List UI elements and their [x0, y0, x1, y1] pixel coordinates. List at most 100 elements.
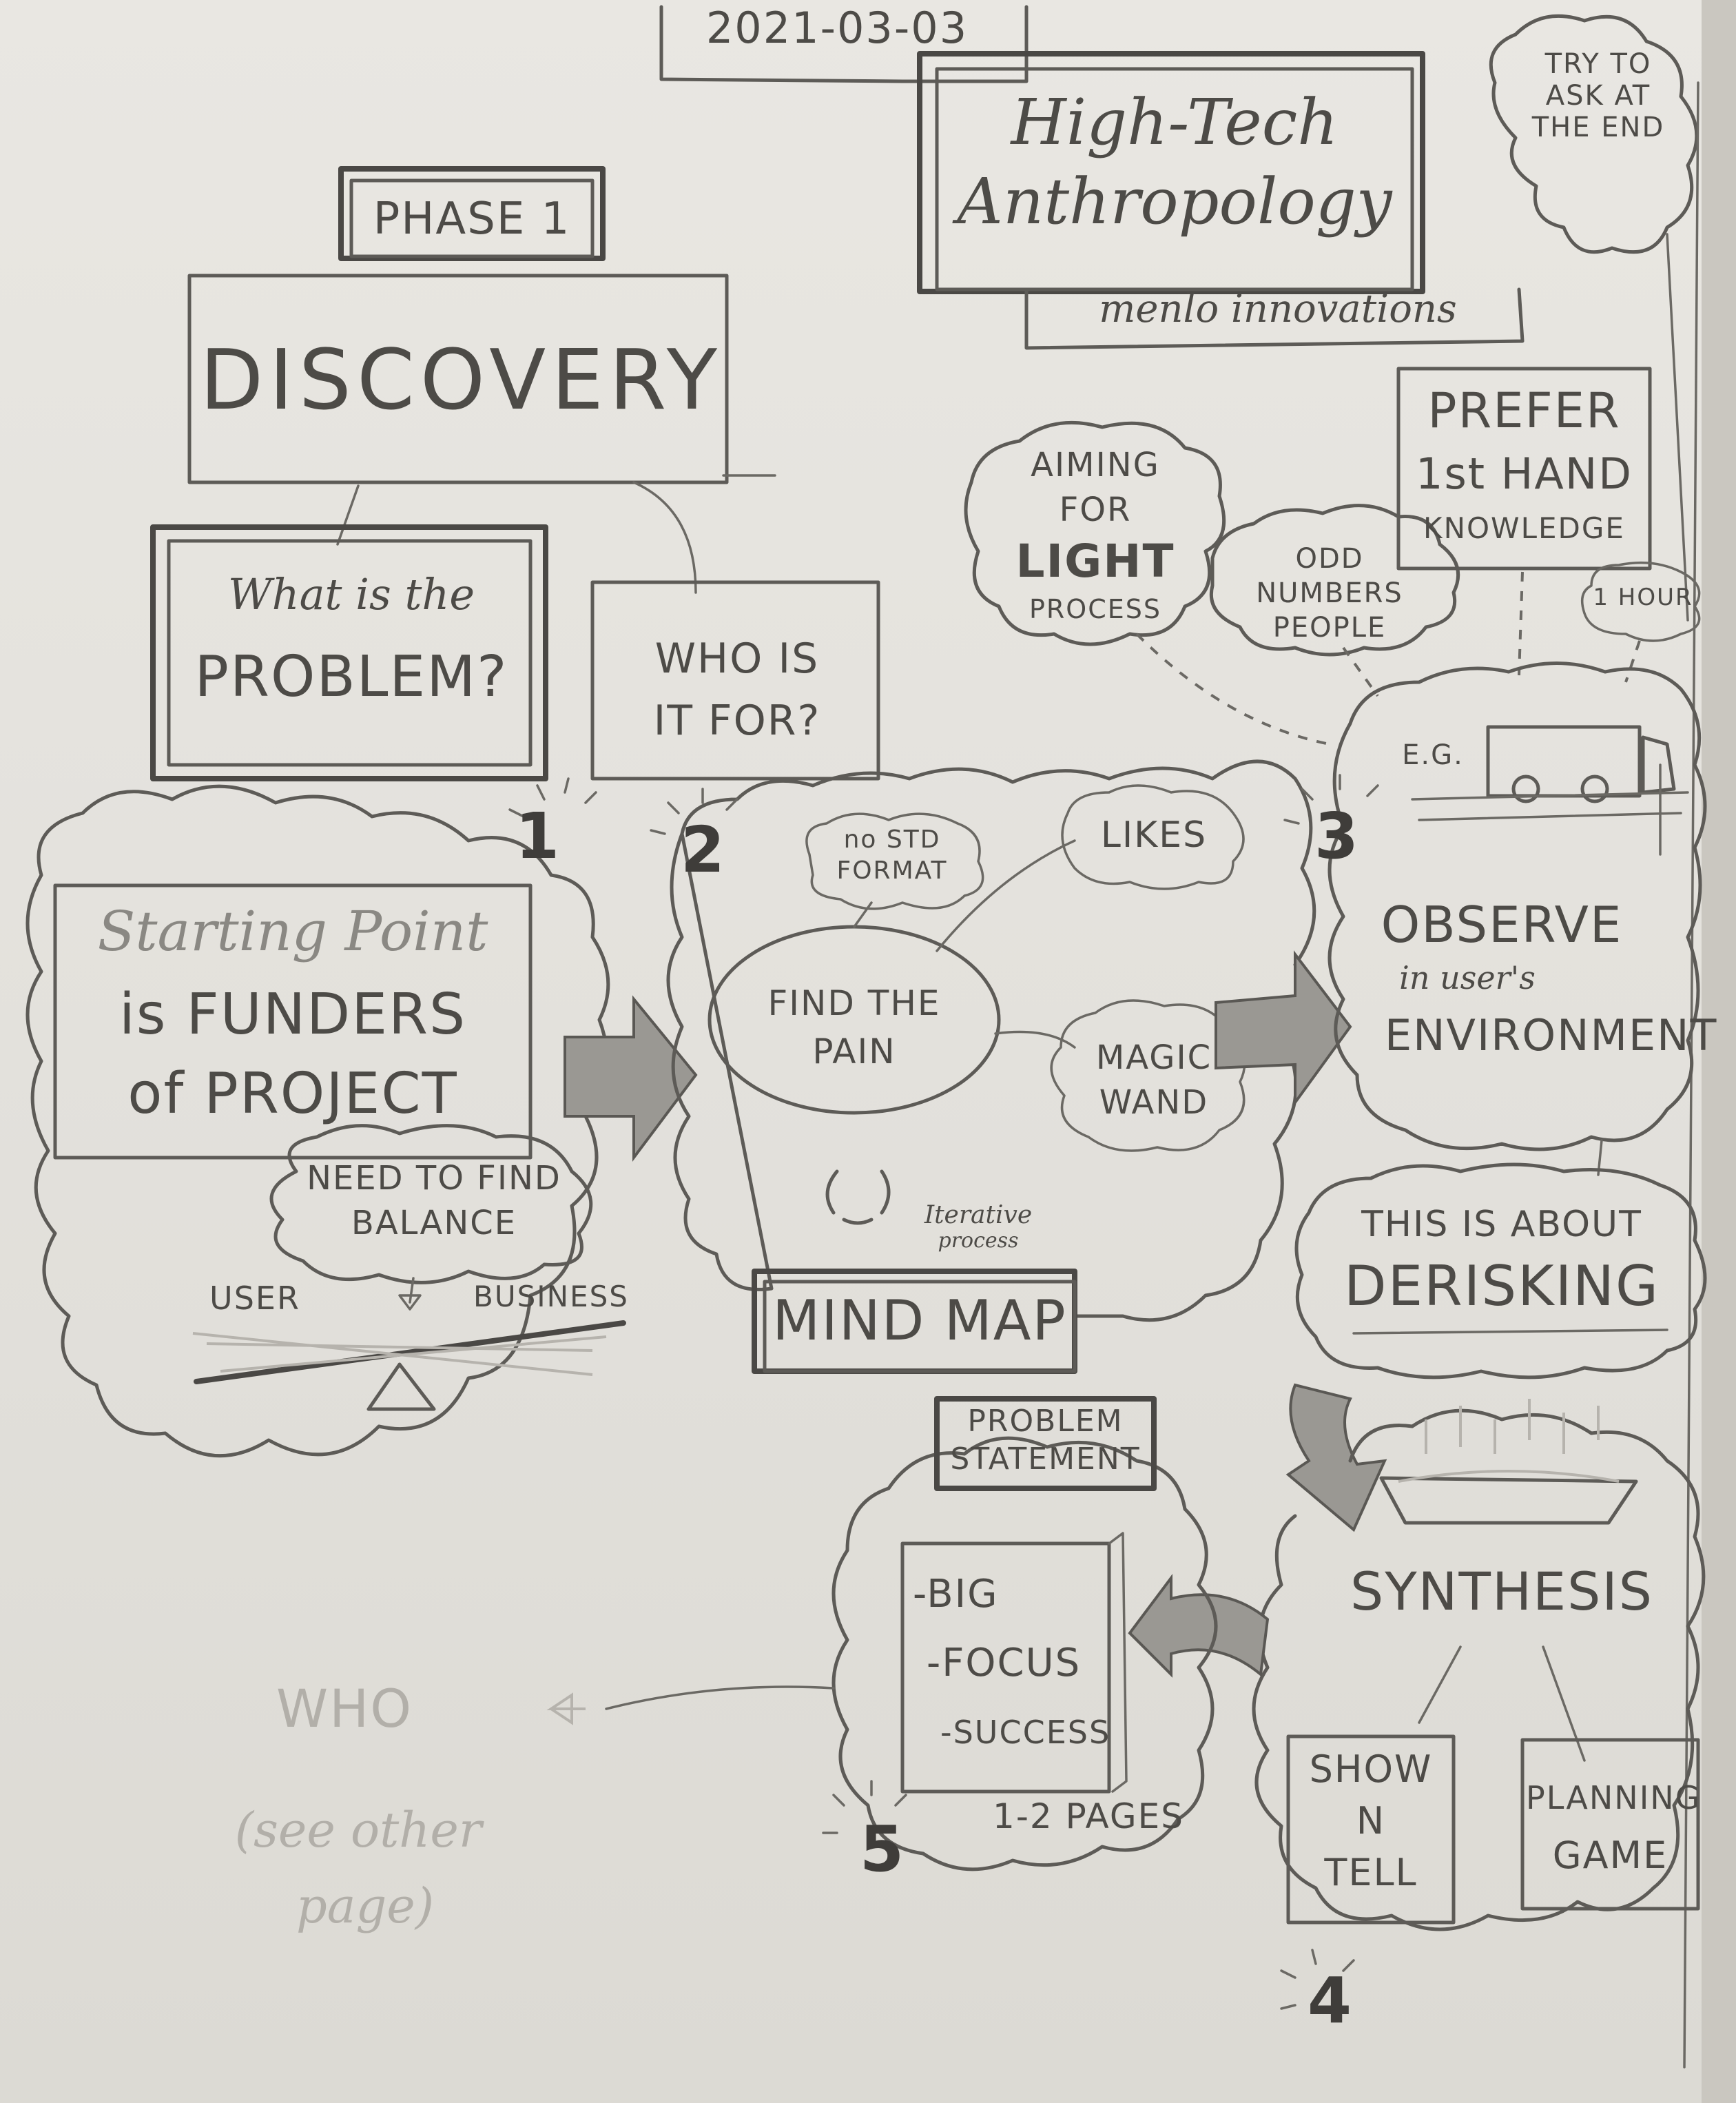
- problem-statement-box: [934, 1396, 1157, 1491]
- who-box: [590, 580, 880, 781]
- magic-wand-cloud: [1050, 999, 1246, 1152]
- cloud-step-4: [1252, 1408, 1706, 1931]
- title-line-1: High-Tech: [1011, 85, 1339, 159]
- iterative-icon: [825, 1169, 891, 1225]
- planning-game-box: [1520, 1738, 1700, 1911]
- environment-label: ENVIRONMENT: [1385, 1010, 1718, 1060]
- show-tell-line-2: N: [1356, 1799, 1386, 1843]
- arrow-4-to-5: [1128, 1574, 1270, 1678]
- title-line-2: Anthropology: [957, 165, 1392, 238]
- burst-2: [650, 788, 738, 835]
- no-std-line-2: FORMAT: [836, 856, 948, 885]
- arrow-2-to-3: [1215, 950, 1352, 1107]
- faint-see-other-line-1: (see other: [234, 1802, 482, 1858]
- burst-3: [1283, 774, 1379, 825]
- funders-line-1: Starting Point: [97, 899, 488, 963]
- date-box: [659, 5, 1029, 83]
- statement-item-success: -SUCCESS: [940, 1714, 1111, 1751]
- title-box: [917, 51, 1425, 294]
- show-tell-line-1: SHOW: [1309, 1747, 1433, 1791]
- odd-line-1: ODD: [1295, 543, 1364, 575]
- faint-who-label: WHO: [276, 1678, 413, 1739]
- derisking-line-2: DERISKING: [1344, 1254, 1660, 1318]
- show-tell-box: [1286, 1734, 1456, 1925]
- phase-tab: [338, 166, 606, 261]
- discovery-box: [187, 274, 729, 484]
- phase-label: PHASE 1: [373, 194, 571, 245]
- burst-4: [1280, 1949, 1355, 2010]
- prefer-line-1: PREFER: [1427, 382, 1621, 439]
- synthesis-bowl: [1379, 1476, 1638, 1525]
- arrow-3-to-4: [1285, 1383, 1387, 1532]
- find-pain-line-1: FIND THE: [767, 983, 941, 1023]
- planning-game-line-1: PLANNING: [1526, 1779, 1702, 1816]
- aiming-line-2: FOR: [1059, 491, 1132, 529]
- side-note-cloud: [1489, 14, 1699, 254]
- subtitle-box: [1024, 287, 1525, 350]
- burst-5: [822, 1780, 907, 1834]
- balance-cloud: [269, 1124, 593, 1284]
- synthesis-label: SYNTHESIS: [1350, 1561, 1654, 1622]
- magic-wand-line-1: MAGIC: [1095, 1038, 1212, 1077]
- prefer-box: [1396, 367, 1652, 571]
- prefer-line-2: 1st HAND: [1416, 449, 1633, 499]
- derisking-line-1: THIS IS ABOUT: [1361, 1204, 1642, 1245]
- funders-line-2: is FUNDERS: [118, 982, 467, 1047]
- observe-label: OBSERVE: [1381, 896, 1623, 954]
- statement-item-big: -BIG: [913, 1572, 999, 1617]
- balance-line-2: BALANCE: [351, 1204, 517, 1242]
- step-number-3: 3: [1314, 799, 1358, 873]
- pages-label: 1-2 PAGES: [993, 1796, 1184, 1836]
- likes-cloud: [1061, 784, 1245, 890]
- in-users-label: in user's: [1399, 959, 1536, 996]
- truck-body: [1486, 725, 1642, 798]
- hour-label: 1 HOUR: [1593, 584, 1693, 611]
- hour-cloud: [1580, 561, 1701, 642]
- likes-label: LIKES: [1100, 814, 1208, 856]
- cloud-step-5: [831, 1436, 1218, 1871]
- seesaw-fulcrum: [366, 1362, 436, 1411]
- side-note-line: TRY TO ASK AT THE END: [1531, 48, 1665, 143]
- seesaw-beam: [194, 1320, 626, 1384]
- step-number-1: 1: [515, 799, 559, 873]
- prefer-line-3: KNOWLEDGE: [1423, 511, 1625, 545]
- problem-statement-line-2: STATEMENT: [950, 1442, 1141, 1477]
- magic-wand-line-2: WAND: [1099, 1083, 1209, 1122]
- iterative-line-2: process: [938, 1229, 1019, 1253]
- planning-game-line-2: GAME: [1552, 1834, 1668, 1877]
- iterative-line-1: Iterative: [924, 1201, 1033, 1229]
- mind-map-label: MIND MAP: [772, 1289, 1067, 1353]
- problem-q-line-2: PROBLEM?: [194, 644, 508, 710]
- who-q-line-1: WHO IS: [654, 635, 820, 683]
- find-pain-line-2: PAIN: [812, 1032, 896, 1071]
- balance-line-1: NEED TO FIND: [307, 1159, 561, 1198]
- discovery-title: DISCOVERY: [200, 333, 723, 429]
- no-std-line-1: no STD: [843, 825, 941, 854]
- odd-line-3: PEOPLE: [1272, 612, 1387, 644]
- problem-box: [150, 524, 548, 781]
- cloud-step-3: [1327, 661, 1707, 1151]
- faint-arrow-who: [546, 1692, 586, 1725]
- aiming-line-1: AIMING: [1031, 446, 1160, 484]
- burst-1: [508, 777, 597, 818]
- statement-item-focus: -FOCUS: [927, 1641, 1082, 1685]
- eg-label: E.G.: [1402, 739, 1464, 771]
- subtitle-label: menlo innovations: [1099, 287, 1457, 331]
- seesaw-business-label: BUSINESS: [473, 1280, 629, 1313]
- faint-see-other-line-2: page): [296, 1878, 435, 1934]
- funders-box: [53, 883, 533, 1160]
- cloud-step-2: [666, 759, 1316, 1322]
- step-number-4: 4: [1307, 1964, 1352, 2038]
- cloud-step-1: [25, 784, 610, 1458]
- page-sheet: [900, 1541, 1111, 1794]
- step-number-5: 5: [859, 1812, 904, 1886]
- odd-numbers-cloud: [1209, 504, 1460, 657]
- arrow-1-to-2: [564, 995, 698, 1162]
- step-number-2: 2: [680, 813, 725, 887]
- date-label: 2021-03-03: [705, 3, 969, 53]
- show-tell-line-3: TELL: [1324, 1851, 1418, 1894]
- seesaw-user-label: USER: [209, 1280, 300, 1317]
- derisking-cloud: [1294, 1162, 1707, 1379]
